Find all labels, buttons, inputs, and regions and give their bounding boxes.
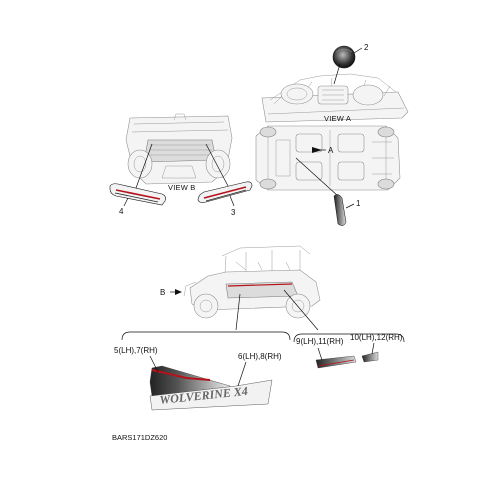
callout-5-7: 5(LH),7(RH) [114,346,158,355]
decal-6-8 [149,379,273,411]
decal-1 [333,194,347,226]
vehicle-top-view: A 1 [255,125,401,226]
view-a-dashboard: 2 VIEW A [261,43,409,123]
callout-6-8: 6(LH),8(RH) [238,352,282,361]
strip-decal-group: 9(LH),11(RH) 10(LH),12(RH) [296,333,403,369]
callout-1: 1 [356,199,361,208]
vehicle-side-view: B [160,245,321,331]
arrow-right-icon [175,289,182,295]
view-b-label: VIEW B [168,183,195,192]
callout-9-11: 9(LH),11(RH) [296,337,344,346]
diagram-code: BARS171DZ620 [112,433,167,442]
callout-4: 4 [119,207,124,216]
bracket-right [293,333,405,343]
arrow-b: B [160,288,182,297]
decal-10-12 [361,351,379,363]
decal-9-11 [315,355,357,369]
view-a-label: VIEW A [324,114,351,123]
badge-2-decal [332,45,356,69]
callout-3: 3 [231,208,236,217]
pointer-a-label: A [328,146,334,155]
arrow-a: A [312,146,334,155]
view-b-rear: VIEW B 4 3 [109,113,253,217]
pointer-b-label: B [160,288,165,297]
side-decal-group: WOLVERINE X4 5(LH),7(RH) 6(LH),8(RH) [114,346,282,411]
bracket-left [121,331,291,341]
callout-2: 2 [364,43,369,52]
callout-10-12: 10(LH),12(RH) [350,333,403,342]
